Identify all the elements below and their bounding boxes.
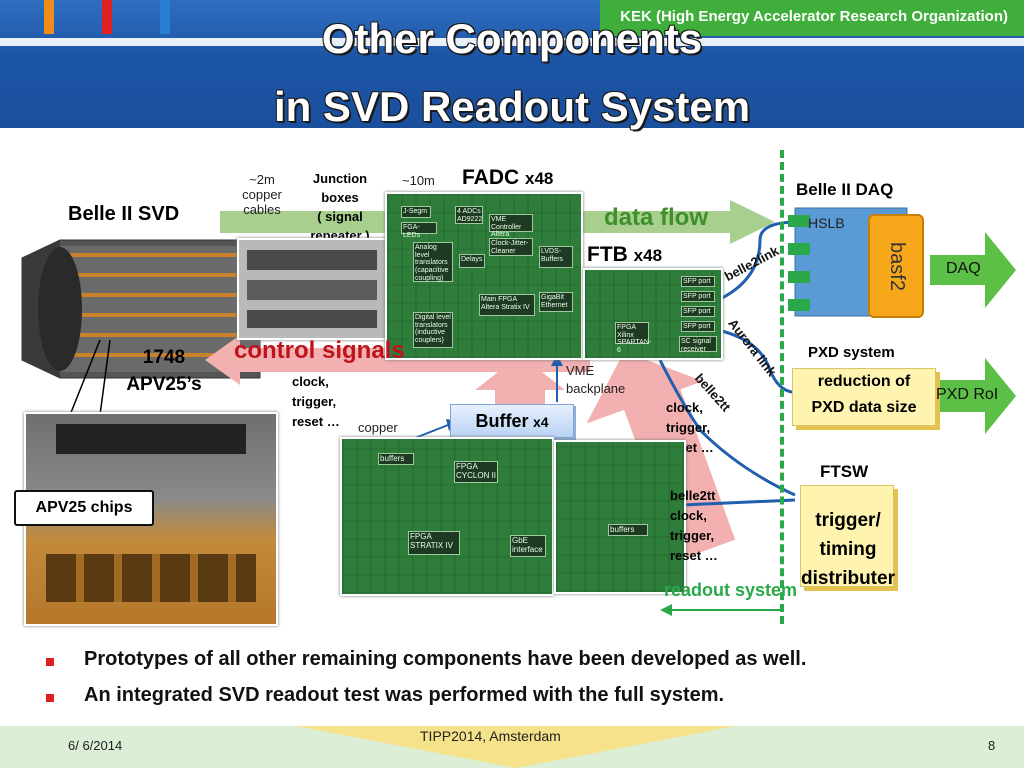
ctrl1-reset: reset … — [292, 414, 340, 429]
fadc-chip: VME Controller Altera Cyclone II — [489, 214, 533, 246]
header-stripe — [0, 38, 1024, 46]
fadc-label: FADC — [462, 166, 520, 189]
cables-length: ~2m — [249, 172, 275, 187]
org-name: KEK (High Energy Accelerator Research Or… — [620, 8, 1008, 25]
fadc-chip: LVDS-Buffers — [539, 246, 573, 268]
basf2-box: basf2 — [868, 214, 924, 318]
belle2tt-label-2: belle2tt — [670, 488, 716, 503]
footer-triangle — [296, 726, 736, 768]
fadc-chip: Analog level translators (capacitive cou… — [413, 242, 453, 282]
flag-bar-red — [102, 0, 112, 34]
length-10m: ~10m — [402, 173, 435, 188]
buffer-count: x4 — [532, 414, 549, 430]
fadc-chip: FGA-LEDs — [401, 222, 437, 239]
fadc-board-photo: J-Segm FGA-LEDs Analog level translators… — [385, 192, 583, 360]
buffer-tag: FPGA CYCLON II — [454, 461, 498, 483]
pxd-reduction-box: reduction of PXD data size — [792, 368, 936, 426]
ftb-chip: SFP port — [681, 321, 715, 332]
ctrl3-trigger: trigger, — [670, 528, 715, 543]
ftb-chip: SC signal receiver — [679, 336, 717, 353]
copper-label: copper — [358, 420, 398, 435]
belle-svd-label: Belle II SVD — [68, 203, 180, 225]
fadc-chip: 4 ADCs AD9222 — [455, 206, 483, 224]
ctrl3-reset: reset … — [670, 548, 718, 563]
ftsw-box-line2: timing — [819, 539, 877, 560]
ctrl2-trigger: trigger, — [666, 420, 711, 435]
ctrl1-trigger: trigger, — [292, 394, 337, 409]
apv-count: 1748 — [142, 347, 186, 368]
footer-page-number: 8 — [988, 738, 996, 753]
backplane-label: backplane — [566, 381, 626, 396]
cables-word: cables — [243, 202, 281, 217]
daq-title: Belle II DAQ — [796, 180, 894, 199]
junction-signal: ( signal — [317, 208, 363, 224]
pxd-reduction-line2: PXD data size — [811, 399, 917, 416]
ctrl3-clock: clock, — [670, 508, 707, 523]
fadc-chip: GigaBit Ethernet — [539, 292, 573, 312]
pxd-reduction-line1: reduction of — [817, 373, 911, 390]
flag-bar-orange — [44, 0, 54, 34]
pxd-roi-arrow — [928, 358, 1016, 434]
ftsw-box-line1: trigger/ — [815, 510, 881, 531]
bullet-marker — [46, 658, 54, 666]
slide-title-line1: Other Components — [321, 15, 703, 62]
daq-arrow — [930, 232, 1016, 308]
control-signals-arrow — [205, 335, 590, 385]
pxd-system-label: PXD system — [808, 344, 895, 361]
fadc-chip: Main FPGA Altera Stratix IV — [479, 294, 535, 316]
footer-event: TIPP2014, Amsterdam — [420, 728, 561, 744]
fadc-chip: Delays — [459, 254, 485, 268]
buffer-tag: GbE interface — [510, 535, 546, 557]
apv-name: APV25’s — [126, 374, 202, 395]
junction-label: Junction — [312, 171, 368, 186]
buffer-tag: FPGA STRATIX IV — [408, 531, 460, 555]
daq-label: DAQ — [946, 260, 981, 277]
bullet-text: An integrated SVD readout test was perfo… — [84, 684, 725, 706]
ftb-chip: FPGA Xilinx SPARTAN-6 — [615, 322, 652, 355]
buffer-tag: buffers — [378, 453, 414, 465]
readout-system-label: readout system — [664, 580, 798, 600]
ftb-count: x48 — [633, 246, 663, 265]
footer-date: 6/ 6/2014 — [68, 738, 123, 753]
ctrl2-clock: clock, — [666, 400, 703, 415]
fadc-count: x48 — [525, 169, 554, 188]
cables-kind: copper — [242, 187, 282, 202]
system-boundary-line — [780, 150, 784, 624]
ftb-label: FTB — [587, 243, 628, 266]
buffer-board-photo-1: buffers FPGA CYCLON II FPGA STRATIX IV G… — [340, 437, 554, 596]
apv-chips-label: APV25 chips — [14, 490, 154, 526]
buffer-board-photo-2: buffers — [554, 440, 686, 594]
hslb-label: HSLB — [808, 215, 845, 231]
ftb-board-photo: SFP port SFP port SFP port SFP port FPGA… — [583, 268, 723, 360]
bullet-text: Prototypes of all other remaining compon… — [84, 648, 807, 670]
slide-title-line2: in SVD Readout System — [273, 83, 751, 130]
ftsw-label: FTSW — [820, 462, 869, 481]
fadc-chip: Clock-Jitter-Cleaner — [489, 238, 533, 256]
data-flow-label: data flow — [604, 204, 709, 231]
junction-boxes: boxes — [321, 189, 359, 205]
buffer-label: Buffer — [475, 411, 529, 431]
pxd-roi-label: PXD RoI — [936, 386, 999, 403]
ftb-chip: SFP port — [681, 276, 715, 287]
ctrl1-clock: clock, — [292, 374, 329, 389]
flag-bar-blue — [160, 0, 170, 34]
header-green-bar — [600, 0, 1024, 36]
buffer-box: Buffer x4 — [450, 404, 574, 438]
basf2-label: basf2 — [885, 241, 908, 291]
fadc-chip: J-Segm — [401, 206, 431, 218]
fadc-chip: Digital level translators (inductive cou… — [413, 312, 453, 348]
junction-box-photo — [237, 238, 391, 340]
svd-detector-icon — [21, 239, 261, 379]
vme-label: VME — [566, 363, 595, 378]
bullet-marker — [46, 694, 54, 702]
ftsw-box-line3: distributer — [801, 568, 895, 589]
ftsw-box — [800, 485, 894, 587]
control-signals-label: control signals — [234, 337, 405, 364]
buffer-tag: buffers — [608, 524, 648, 536]
ftb-chip: SFP port — [681, 291, 715, 302]
ftb-chip: SFP port — [681, 306, 715, 317]
